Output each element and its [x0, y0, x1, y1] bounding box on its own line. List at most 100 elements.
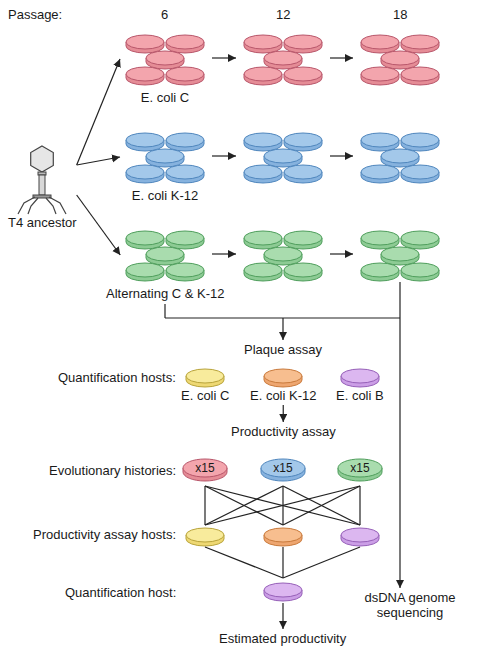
dish-top [166, 35, 204, 49]
passage-arrow [330, 155, 353, 156]
petri-dish [126, 133, 164, 151]
dish-top [284, 231, 322, 245]
merge-line [282, 547, 283, 578]
petri-dish [166, 231, 204, 249]
dish-top [166, 231, 204, 245]
cross-line [283, 486, 360, 525]
step-text: Productivity assay [231, 424, 336, 439]
step-label-node: Plaque assay [244, 342, 322, 357]
petri-dish [284, 35, 322, 53]
plate-cluster-drawing [120, 224, 210, 286]
petri-dish [361, 67, 399, 85]
dish-top [146, 247, 184, 261]
dish-top [361, 35, 399, 49]
node-label: E. coli B [336, 388, 384, 403]
sequencing-arrow [399, 282, 400, 588]
host-dish-drawing [261, 368, 305, 388]
petri-dish [166, 165, 204, 183]
node-label: E. coli K-12 [120, 188, 210, 203]
merge-line [205, 547, 283, 578]
dish-top [166, 165, 204, 179]
bracket-line [164, 304, 165, 318]
petri-dish [401, 133, 439, 151]
cross-line [283, 486, 360, 525]
step-text: Estimated productivity [219, 631, 346, 646]
dish-top [126, 67, 164, 81]
host-dish-drawing [338, 368, 382, 388]
cross-line [205, 486, 283, 525]
dish-top [401, 165, 439, 179]
host-dish-node: E. coli K-12 [250, 368, 316, 403]
petri-dish [146, 149, 184, 167]
edge-arrow [77, 195, 121, 255]
dish-top [146, 149, 184, 163]
dish-top [244, 165, 282, 179]
edge-arrow [77, 59, 120, 165]
dish-top [264, 247, 302, 261]
phage-drawing [12, 145, 72, 215]
plate-cluster-drawing [120, 126, 210, 188]
dish-top [284, 67, 322, 81]
plate-cluster [126, 133, 204, 183]
node-label: x15 [259, 458, 307, 478]
petri-dish [166, 35, 204, 53]
dish-top [166, 133, 204, 147]
plate-cluster [361, 133, 439, 183]
plate-cluster-node: E. coli C [120, 28, 210, 105]
step-label-node: Estimated productivity [219, 631, 346, 646]
petri-dish [244, 133, 282, 151]
passage-arrow [212, 155, 236, 156]
petri-dish [126, 165, 164, 183]
dish-top [401, 133, 439, 147]
dish-top [126, 165, 164, 179]
petri-dish [166, 263, 204, 281]
dish-top [264, 583, 302, 597]
row-label: Quantification hosts: [58, 370, 176, 385]
cross-line [205, 486, 360, 525]
dish-top [361, 165, 399, 179]
phage-head [31, 146, 54, 172]
petri-dish [126, 35, 164, 53]
petri-dish [146, 247, 184, 265]
dish-top [341, 369, 379, 383]
petri-dish [264, 51, 302, 69]
dish-top [284, 133, 322, 147]
petri-dish [284, 231, 322, 249]
phage-baseplate [33, 195, 51, 198]
node-label: E. coli C [120, 90, 210, 105]
dish-top [401, 35, 439, 49]
dish-top [361, 231, 399, 245]
petri-dish [401, 263, 439, 281]
node-label: x15 [181, 458, 229, 478]
dish-top [284, 263, 322, 277]
cross-line [204, 486, 205, 525]
petri-dish [284, 263, 322, 281]
dish-top [381, 51, 419, 65]
passage-number: 18 [393, 7, 407, 22]
dish-top [381, 247, 419, 261]
dish-top [264, 51, 302, 65]
petri-dish [264, 149, 302, 167]
cross-line [359, 486, 360, 525]
dish-top [186, 369, 224, 383]
petri-dish [361, 231, 399, 249]
petri-dish [284, 133, 322, 151]
dish-top [244, 67, 282, 81]
petri-dish [166, 133, 204, 151]
step-label-node: Productivity assay [231, 424, 336, 439]
petri-dish [126, 67, 164, 85]
petri-dish [284, 165, 322, 183]
petri-dish [244, 165, 282, 183]
dish-top [186, 528, 224, 542]
dish-top [126, 133, 164, 147]
row-label: Productivity assay hosts: [33, 527, 176, 542]
passage-arrow [330, 253, 353, 254]
dish-top [361, 67, 399, 81]
dish-top [361, 263, 399, 277]
plate-cluster [361, 35, 439, 85]
plate-cluster [126, 35, 204, 85]
petri-dish [244, 35, 282, 53]
dish-top [244, 231, 282, 245]
passage-number: 6 [161, 7, 168, 22]
cross-line [205, 486, 360, 525]
